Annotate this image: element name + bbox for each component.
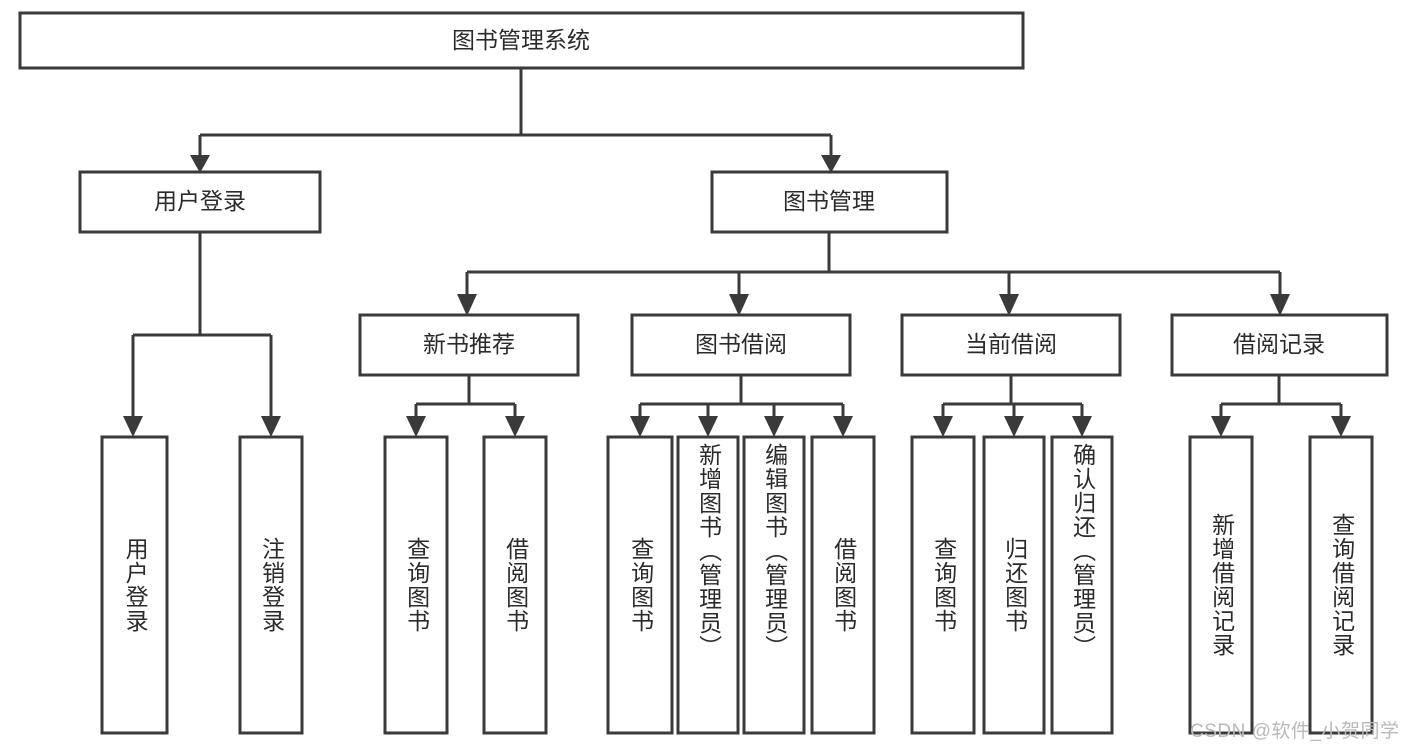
leaf-boxes-layer <box>100 435 1374 735</box>
node-current-borrow-label: 当前借阅 <box>965 331 1057 357</box>
node-book-manage-label: 图书管理 <box>783 188 875 214</box>
node-borrow-record-box[interactable] <box>1170 313 1389 377</box>
node-borrow-record-label: 借阅记录 <box>1233 331 1325 357</box>
arrowhead-leaf-query-book-2 <box>630 416 650 437</box>
node-new-book-recommend-box[interactable] <box>358 313 580 377</box>
leaf-box-query-book-2[interactable] <box>606 435 674 735</box>
arrowhead-book-borrow <box>729 294 749 316</box>
arrowhead-leaf-user-login <box>123 416 143 437</box>
arrowhead-leaf-query-book-3 <box>933 416 953 437</box>
arrowhead-current-borrow <box>999 294 1019 316</box>
connector-current-borrow-bus <box>941 375 1084 420</box>
csdn-watermark: CSDN @软件_小贺同学 <box>1190 721 1400 742</box>
arrowhead-borrow-record <box>1270 294 1290 316</box>
node-current-borrow-box[interactable] <box>900 313 1122 377</box>
node-new-book-recommend-label: 新书推荐 <box>423 331 515 357</box>
node-user-login-label: 用户登录 <box>154 188 246 214</box>
connector-layer <box>123 68 1351 437</box>
leaf-box-return-book[interactable] <box>982 435 1046 735</box>
connector-book-borrow-bus <box>638 375 845 420</box>
connector-user-login-bus <box>131 232 273 420</box>
node-book-borrow-label: 图书借阅 <box>695 331 787 357</box>
arrowhead-book-manage <box>821 155 841 173</box>
connector-book-manage-bus <box>465 232 1282 296</box>
leaf-box-add-borrow-record[interactable] <box>1188 435 1254 735</box>
node-book-borrow-box[interactable] <box>630 313 852 377</box>
leaf-box-user-logout[interactable] <box>238 435 304 735</box>
arrowhead-new-book-recommend <box>457 294 477 316</box>
node-root-box[interactable] <box>18 11 1025 70</box>
node-book-borrow[interactable]: 图书借阅 <box>630 313 852 377</box>
arrowhead-leaf-add-book <box>698 416 718 437</box>
node-user-login[interactable]: 用户登录 <box>78 170 322 234</box>
connector-new-book-recommend-bus <box>414 375 517 420</box>
arrowhead-leaf-borrow-book-1 <box>505 416 525 437</box>
node-book-manage-box[interactable] <box>710 170 949 234</box>
arrowhead-leaf-confirm-return <box>1072 416 1092 437</box>
node-user-login-box[interactable] <box>78 170 322 234</box>
connector-root-to-level2 <box>198 68 833 158</box>
node-new-book-recommend[interactable]: 新书推荐 <box>358 313 580 377</box>
arrowhead-user-login <box>190 155 210 173</box>
leaf-box-confirm-return[interactable] <box>1050 435 1114 735</box>
leaf-box-borrow-book-1[interactable] <box>482 435 548 735</box>
leaf-box-query-book-1[interactable] <box>383 435 449 735</box>
arrowhead-leaf-query-borrow-record <box>1331 416 1351 437</box>
leaf-box-edit-book[interactable] <box>742 435 806 735</box>
arrowhead-leaf-edit-book <box>764 416 784 437</box>
arrowhead-leaf-query-book-1 <box>406 416 426 437</box>
leaf-box-query-borrow-record[interactable] <box>1308 435 1374 735</box>
arrowhead-leaf-return-book <box>1004 416 1024 437</box>
node-current-borrow[interactable]: 当前借阅 <box>900 313 1122 377</box>
leaf-box-query-book-3[interactable] <box>910 435 976 735</box>
leaf-box-borrow-book-2[interactable] <box>810 435 876 735</box>
arrowhead-leaf-borrow-book-2 <box>833 416 853 437</box>
node-borrow-record[interactable]: 借阅记录 <box>1170 313 1389 377</box>
node-root-label: 图书管理系统 <box>452 27 590 53</box>
connector-borrow-record-bus <box>1219 375 1343 420</box>
leaf-box-add-book[interactable] <box>676 435 740 735</box>
arrowhead-leaf-user-logout <box>261 416 281 437</box>
arrowhead-leaf-add-borrow-record <box>1211 416 1231 437</box>
leaf-box-user-login[interactable] <box>100 435 169 735</box>
node-root[interactable]: 图书管理系统 <box>18 11 1025 70</box>
node-book-manage[interactable]: 图书管理 <box>710 170 949 234</box>
